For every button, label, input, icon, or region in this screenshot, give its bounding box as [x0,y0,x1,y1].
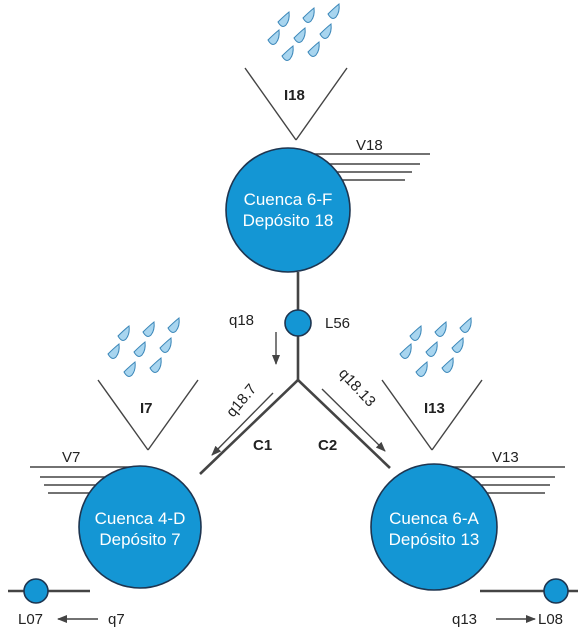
inflow-funnel-icon-right [381,379,483,451]
flow-arrow-q18-13 [321,388,386,452]
basin-top-deposit: Depósito 18 [243,211,334,230]
inflow-label-i7: I7 [140,400,153,417]
channel-label-c1: C1 [253,437,272,454]
basin-left-circle [78,465,202,589]
node-label-l56: L56 [325,315,350,332]
volume-label-v18: V18 [356,137,383,154]
flow-arrow-q18-7 [211,392,274,456]
flow-label-q18: q18 [229,312,254,329]
channel-label-c2: C2 [318,437,337,454]
flow-label-q7: q7 [108,611,125,628]
node-label-l08: L08 [538,611,563,628]
basin-top-name: Cuenca 6-F [244,190,333,209]
channel-c2 [297,379,391,469]
basin-top-circle [225,147,351,273]
basin-right-deposit: Depósito 13 [389,530,480,549]
basin-right-circle [370,463,498,591]
flow-label-q18-13: q18.13 [335,365,379,410]
rain-icon-top [267,3,340,61]
inflow-label-i18: I18 [284,87,305,104]
node-l56 [284,309,312,337]
inflow-label-i13: I13 [424,400,445,417]
volume-label-v7: V7 [62,449,80,466]
rain-icon-left [107,317,180,377]
channel-c1 [199,379,299,475]
node-l07 [23,578,49,604]
basin-left-deposit: Depósito 7 [99,530,180,549]
basin-right-name: Cuenca 6-A [389,509,479,528]
flow-label-q18-7: q18.7 [223,381,260,421]
inflow-funnel-icon-top [244,67,348,141]
inflow-funnel-icon-left [97,379,199,451]
node-label-l07: L07 [18,611,43,628]
rain-icon-right [399,317,472,377]
basin-left-name: Cuenca 4-D [95,509,186,528]
flow-label-q13: q13 [452,611,477,628]
volume-label-v13: V13 [492,449,519,466]
node-l08 [543,578,569,604]
